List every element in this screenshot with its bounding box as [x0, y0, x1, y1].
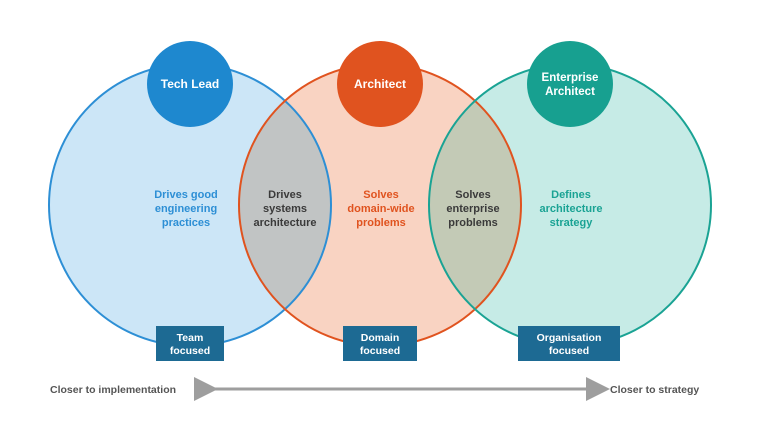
team-focused-line1: Team	[177, 332, 204, 344]
organisation-focused-line1: Organisation	[537, 332, 602, 344]
tech-lead-text-line3: practices	[162, 217, 210, 229]
enterprise-text-line3: strategy	[550, 217, 594, 229]
overlap-left-region	[239, 64, 331, 346]
overlap-left-text-line3: architecture	[254, 217, 317, 229]
overlap-right-description: Solves enterprise problems	[446, 189, 499, 229]
architect-title: Architect	[354, 77, 406, 91]
domain-focused-box	[343, 326, 417, 361]
enterprise-architect-badge	[527, 41, 613, 127]
tech-lead-text-line1: Drives good	[154, 189, 218, 201]
overlap-left-text-line2: systems	[263, 203, 307, 215]
tech-lead-badge	[147, 41, 233, 127]
overlap-right-text-line2: enterprise	[446, 203, 499, 215]
enterprise-architect-title-line1: Enterprise	[542, 72, 599, 84]
overlap-right-text-line1: Solves	[455, 189, 490, 201]
domain-focused-line1: Domain	[361, 332, 400, 344]
overlap-left-text-line1: Drives	[268, 189, 302, 201]
overlap-right-region	[429, 64, 521, 346]
domain-focused-line2: focused	[360, 345, 400, 357]
tech-lead-text-line2: engineering	[155, 203, 217, 215]
overlap-right-text-line3: problems	[448, 217, 498, 229]
tech-lead-title: Tech Lead	[161, 77, 219, 91]
organisation-focused-box	[518, 326, 620, 361]
organisation-focused-line2: focused	[549, 345, 589, 357]
architect-text-line2: domain-wide	[347, 203, 414, 215]
enterprise-architect-title-line2: Architect	[545, 86, 595, 98]
architect-description: Solves domain-wide problems	[347, 189, 414, 229]
enterprise-text-line1: Defines	[551, 189, 591, 201]
axis-right-label: Closer to strategy	[610, 384, 699, 396]
team-focused-box	[156, 326, 224, 361]
architect-badge	[337, 41, 423, 127]
overlap-left-description: Drives systems architecture	[254, 189, 317, 229]
tech-lead-description: Drives good engineering practices	[154, 189, 218, 229]
axis-left-label: Closer to implementation	[50, 384, 176, 396]
team-focused-line2: focused	[170, 345, 210, 357]
enterprise-description: Defines architecture strategy	[540, 189, 603, 229]
architect-text-line3: problems	[356, 217, 406, 229]
architect-text-line1: Solves	[363, 189, 398, 201]
enterprise-text-line2: architecture	[540, 203, 603, 215]
